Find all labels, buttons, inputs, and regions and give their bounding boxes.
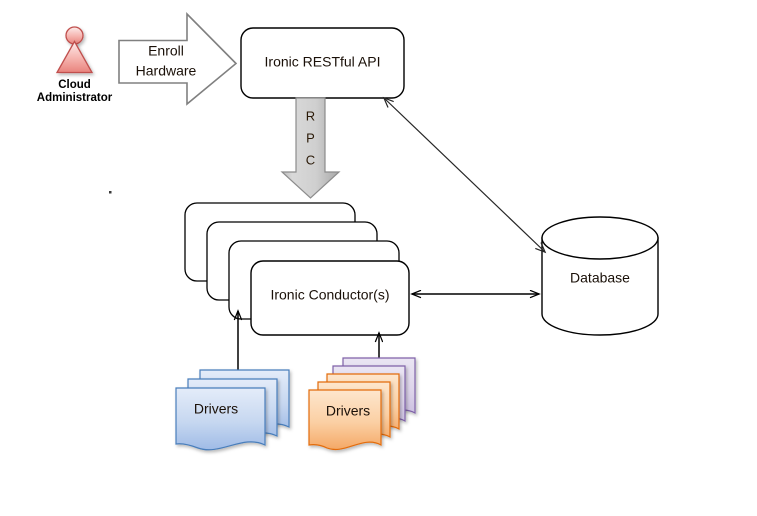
- database-label: Database: [570, 270, 630, 286]
- drivers-blue-label: Drivers: [194, 401, 238, 417]
- drivers-orange-doc-1: [308, 389, 382, 451]
- rpc-letter-c: C: [306, 152, 315, 167]
- conductors-label: Ironic Conductor(s): [270, 287, 389, 303]
- ironic-conductors-node: [184, 202, 410, 336]
- connector-api-database: [384, 98, 545, 252]
- enroll-hardware-arrow: [118, 12, 238, 106]
- database-node: [541, 216, 659, 336]
- rpc-arrow-shape: [280, 97, 341, 199]
- drivers-orange-label: Drivers: [326, 403, 370, 419]
- enroll-hardware-arrow-shape: [118, 12, 238, 106]
- drivers-orange-node: [308, 357, 416, 451]
- cloud-administrator-label-line1: Cloud: [58, 79, 91, 91]
- drivers-blue-doc-1: [175, 387, 266, 451]
- cloud-administrator-node: [55, 26, 94, 74]
- conductor-stack-box-1: [250, 260, 410, 336]
- enroll-hardware-label-line2: Hardware: [136, 63, 197, 79]
- database-cylinder-top: [541, 216, 659, 260]
- enroll-hardware-label-line1: Enroll: [148, 43, 184, 59]
- database-cylinder-body: [541, 237, 659, 336]
- rpc-arrow: [280, 97, 341, 199]
- rpc-letter-p: P: [306, 130, 315, 145]
- actor-body-icon: [55, 40, 94, 74]
- api-label: Ironic RESTful API: [265, 54, 381, 70]
- rpc-letter-r: R: [306, 108, 315, 123]
- cloud-administrator-label-line2: Administrator: [37, 92, 113, 104]
- speck-artifact: [109, 191, 112, 194]
- drivers-blue-node: [175, 369, 290, 451]
